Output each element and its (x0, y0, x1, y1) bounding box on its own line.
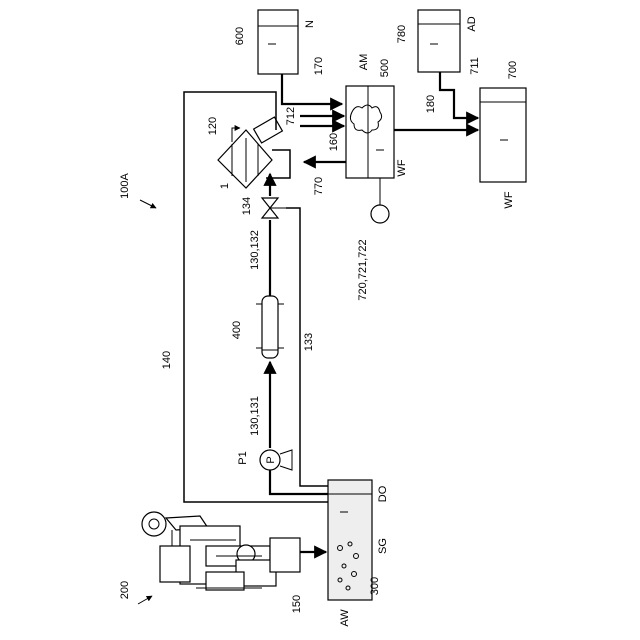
label-133: 133 (303, 333, 315, 351)
arrow-200 (138, 596, 152, 604)
label-130-131: 130,131 (249, 396, 261, 436)
tank-600 (258, 10, 298, 74)
label-DO: DO (377, 485, 389, 502)
tank-700 (480, 88, 526, 182)
valve-134 (262, 198, 286, 218)
label-300: 300 (369, 577, 381, 595)
label-1: 1 (219, 183, 231, 189)
filter-400 (256, 296, 284, 358)
label-134: 134 (241, 197, 253, 215)
pipe-suction (270, 470, 328, 494)
label-130-132: 130,132 (249, 230, 261, 270)
machine-200 (142, 512, 300, 590)
label-P1: P1 (237, 451, 249, 464)
pipe-170 (282, 74, 342, 104)
label-780: 780 (396, 25, 408, 43)
label-600: 600 (234, 27, 246, 45)
tank-300 (328, 480, 372, 600)
label-N: N (304, 20, 316, 28)
arrow-100A (140, 200, 156, 208)
tank-500 (346, 86, 394, 178)
unit-1 (218, 117, 290, 188)
label-AM: AM (358, 54, 370, 71)
label-120: 120 (207, 117, 219, 135)
label-500: 500 (379, 59, 391, 77)
label-711: 711 (469, 57, 481, 75)
label-WF-500: WF (396, 159, 408, 176)
pipe-711 (440, 72, 478, 118)
label-100A: 100A (119, 172, 131, 198)
label-180: 180 (425, 95, 437, 113)
label-170: 170 (313, 57, 325, 75)
label-770: 770 (313, 177, 325, 195)
label-SG: SG (377, 538, 389, 554)
label-AD: AD (466, 16, 478, 31)
label-400: 400 (231, 321, 243, 339)
label-150: 150 (291, 595, 303, 613)
label-AW: AW (339, 609, 351, 627)
label-200: 200 (119, 581, 131, 599)
sensor-720 (371, 205, 389, 223)
label-160: 160 (328, 133, 340, 151)
label-700: 700 (507, 61, 519, 79)
label-pump-P: P (265, 456, 277, 463)
label-WF-700: WF (503, 191, 515, 208)
label-720: 720,721,722 (357, 239, 369, 300)
tank-780 (418, 10, 460, 72)
label-140: 140 (161, 351, 173, 369)
label-712: 712 (285, 107, 297, 125)
